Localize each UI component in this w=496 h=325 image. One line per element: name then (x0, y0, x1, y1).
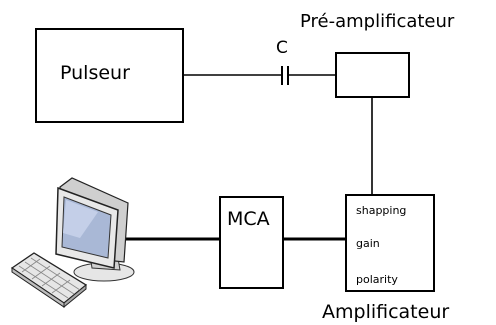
amplifier-shaping-label: shapping (356, 204, 407, 217)
capacitor-symbol (281, 66, 289, 85)
amplifier-box (345, 194, 435, 292)
preamp-box (335, 52, 410, 98)
preamp-label: Pré-amplificateur (300, 11, 455, 32)
capacitor-label: C (276, 38, 288, 58)
mca-label: MCA (227, 208, 270, 230)
amplifier-polarity-label: polarity (356, 273, 398, 286)
pulseur-box (35, 28, 184, 123)
amplifier-gain-label: gain (356, 237, 380, 250)
keyboard-icon (10, 252, 88, 309)
computer-monitor-icon (55, 177, 135, 282)
amplifier-label: Amplificateur (322, 301, 450, 323)
pulseur-label: Pulseur (60, 62, 130, 84)
mca-box (219, 196, 284, 289)
